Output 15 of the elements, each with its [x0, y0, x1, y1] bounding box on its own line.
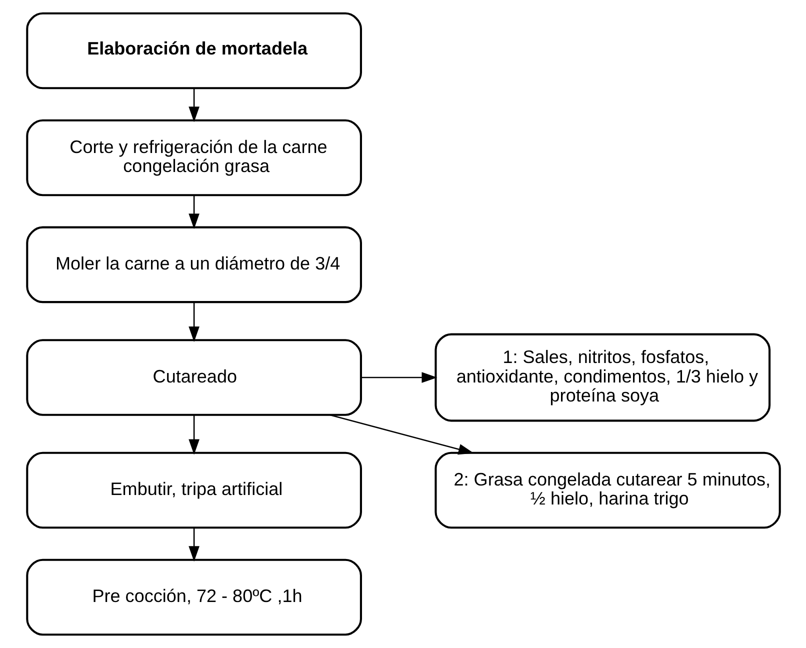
node-box: 1: Sales, nitritos, fosfatos, antioxidante, condimentos, 1/3 hielo y proteína soya	[434, 333, 770, 422]
arrow	[360, 372, 437, 383]
arrow	[188, 528, 199, 562]
arrow	[188, 196, 199, 230]
node-box: 2: Grasa congelada cutarear 5 minutos, ½ hielo, harina trigo	[434, 452, 780, 529]
arrow	[188, 415, 199, 455]
node-box: Cutareado	[26, 339, 362, 416]
node-box: Corte y refrigeración de la carne congelación grasa	[26, 119, 362, 196]
arrow	[188, 302, 199, 342]
node-box: Embutir, tripa artificial	[26, 452, 362, 529]
arrow	[329, 414, 474, 455]
node-box: Elaboración de mortadela	[26, 12, 362, 90]
arrow	[188, 88, 199, 122]
node-box: Pre cocción, 72 - 80ºC ,1h	[26, 558, 362, 636]
node-box: Moler la carne a un diámetro de 3/4	[26, 226, 362, 304]
